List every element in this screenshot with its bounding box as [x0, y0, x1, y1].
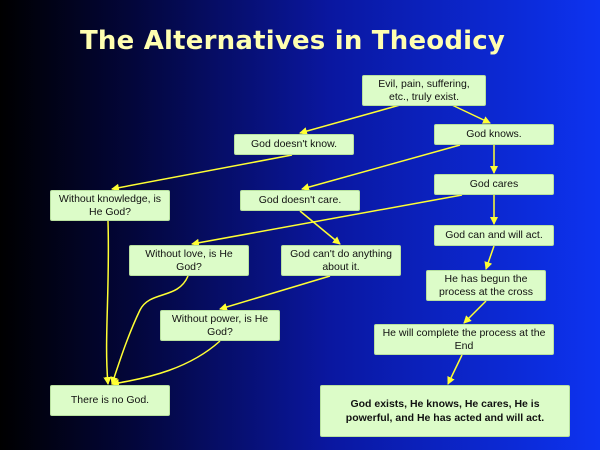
- node-without-love: Without love, is He God?: [129, 245, 249, 276]
- node-evil-exists: Evil, pain, suffering, etc., truly exist…: [362, 75, 486, 106]
- node-complete-process: He will complete the process at the End: [374, 324, 554, 355]
- node-god-doesnt-care: God doesn't care.: [240, 190, 360, 211]
- arrow-begun-to-complete: [463, 300, 487, 324]
- node-god-cares: God cares: [434, 174, 554, 195]
- arrow-without-knowledge-to-no-god: [103, 220, 112, 385]
- arrow-doesnt-know-to-without-knowledge: [111, 154, 293, 192]
- arrow-evil-to-knows: [451, 104, 491, 124]
- node-god-can-act: God can and will act.: [434, 225, 554, 246]
- arrow-cant-do-to-without-power: [219, 275, 331, 311]
- node-begun-process: He has begun the process at the cross: [426, 270, 546, 301]
- node-god-doesnt-know: God doesn't know.: [234, 134, 354, 155]
- node-no-god: There is no God.: [50, 385, 170, 416]
- node-god-cant-do: God can't do anything about it.: [281, 245, 401, 276]
- node-without-knowledge: Without knowledge, is He God?: [50, 190, 170, 221]
- arrow-can-act-to-begun: [484, 245, 495, 270]
- slide-title: The Alternatives in Theodicy: [79, 26, 506, 56]
- arrow-complete-to-god-exists: [447, 354, 463, 385]
- arrow-evil-to-doesnt-know: [299, 104, 401, 135]
- arrow-without-power-to-no-god: [111, 340, 221, 387]
- node-god-knows: God knows.: [434, 124, 554, 145]
- arrow-without-love-to-no-god: [110, 275, 189, 385]
- arrow-cares-to-without-love: [191, 194, 463, 247]
- node-without-power: Without power, is He God?: [160, 310, 280, 341]
- arrow-doesnt-care-to-cant-do: [299, 210, 341, 245]
- arrow-knows-to-doesnt-care: [301, 144, 461, 191]
- node-god-exists: God exists, He knows, He cares, He is po…: [320, 385, 570, 437]
